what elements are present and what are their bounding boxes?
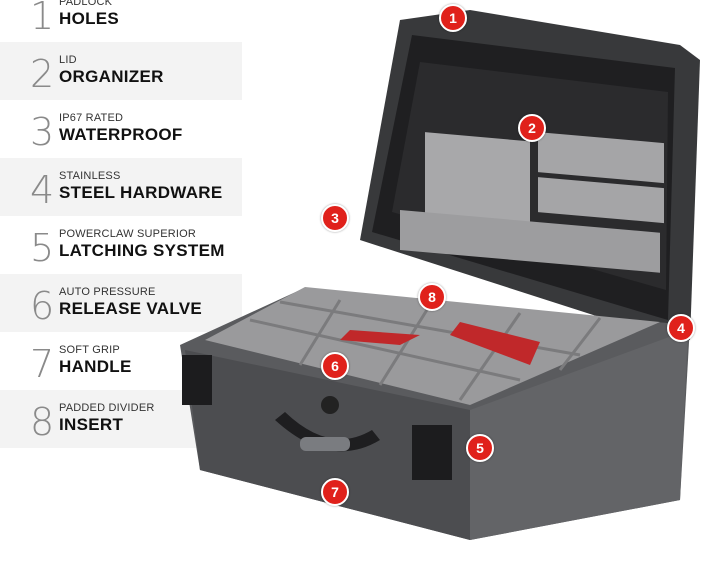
feature-number: 5 xyxy=(30,226,55,270)
callout-marker-8: 8 xyxy=(418,283,446,311)
padded-divider-insert xyxy=(205,287,660,405)
feature-subtitle: AUTO PRESSURE xyxy=(59,286,156,298)
feature-subtitle: STAINLESS xyxy=(59,170,121,182)
callout-marker-2: 2 xyxy=(518,114,546,142)
feature-subtitle: POWERCLAW SUPERIOR xyxy=(59,228,197,240)
feature-title: INSERT xyxy=(59,415,124,434)
organizer-pouch xyxy=(538,177,664,224)
callout-marker-7: 7 xyxy=(321,478,349,506)
feature-number: 4 xyxy=(30,168,55,212)
feature-title: STEEL HARDWARE xyxy=(59,183,223,202)
feature-number: 2 xyxy=(30,52,55,96)
red-strap xyxy=(340,330,420,345)
feature-title: WATERPROOF xyxy=(59,125,183,144)
organizer-pouch xyxy=(538,132,664,184)
feature-subtitle: IP67 RATED xyxy=(59,112,124,124)
latch-left xyxy=(182,355,212,405)
soft-grip-handle xyxy=(300,437,350,451)
handle xyxy=(275,412,380,452)
callout-marker-4: 4 xyxy=(667,314,695,342)
feature-title: RELEASE VALVE xyxy=(59,299,203,318)
feature-subtitle: PADDED DIVIDER xyxy=(59,402,155,414)
feature-subtitle: LID xyxy=(59,54,77,66)
organizer-pouch xyxy=(425,132,530,237)
callout-marker-6: 6 xyxy=(321,352,349,380)
pressure-valve xyxy=(321,396,339,414)
feature-number: 7 xyxy=(30,342,55,386)
feature-title: HANDLE xyxy=(59,357,132,376)
feature-title: ORGANIZER xyxy=(59,67,164,86)
callout-marker-3: 3 xyxy=(321,204,349,232)
feature-subtitle: PADLOCK xyxy=(59,0,113,8)
feature-number: 1 xyxy=(30,0,55,38)
feature-title: LATCHING SYSTEM xyxy=(59,241,225,260)
callout-marker-5: 5 xyxy=(466,434,494,462)
callout-marker-1: 1 xyxy=(439,4,467,32)
case-base-side xyxy=(470,330,688,540)
feature-number: 6 xyxy=(30,284,55,328)
feature-title: HOLES xyxy=(59,9,120,28)
feature-number: 3 xyxy=(30,110,55,154)
organizer-pouch xyxy=(400,209,660,273)
feature-subtitle: SOFT GRIP xyxy=(59,344,120,356)
latch-right xyxy=(412,425,452,480)
red-strap xyxy=(450,322,540,365)
feature-number: 8 xyxy=(30,400,55,444)
